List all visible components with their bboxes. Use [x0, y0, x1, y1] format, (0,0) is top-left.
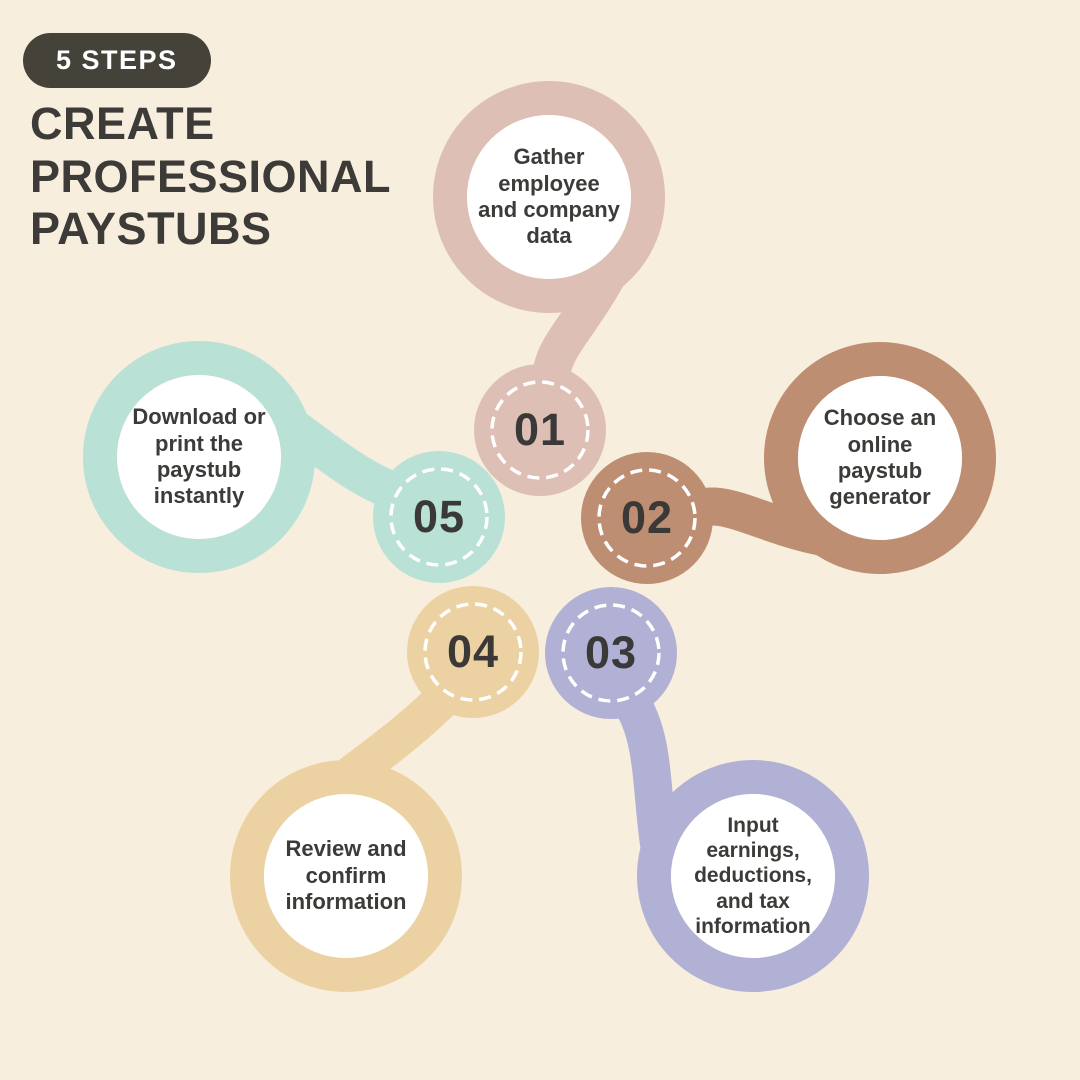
step-03-number: 03	[584, 627, 638, 678]
step-02-ring	[764, 342, 996, 574]
step-04-shape	[230, 586, 539, 992]
page-title: CREATE PROFESSIONAL PAYSTUBS	[30, 98, 392, 255]
step-02-label: Choose an online paystub generator	[823, 405, 937, 510]
step-05-number-circle	[373, 451, 505, 583]
step-05-text-circle	[117, 375, 281, 539]
step-01-number: 01	[513, 404, 567, 455]
step-02-shape	[581, 342, 996, 584]
step-04-number-circle	[407, 586, 539, 718]
step-01-text-circle	[467, 115, 631, 279]
step-01-number-circle	[474, 364, 606, 496]
step-05-dashed-circle	[389, 467, 489, 567]
step-05-ring	[83, 341, 315, 573]
step-03-text-circle	[671, 794, 835, 958]
step-03-number-circle	[545, 587, 677, 719]
step-01-dashed-circle	[490, 380, 590, 480]
step-01-ring	[433, 81, 665, 313]
step-02-text-circle	[798, 376, 962, 540]
step-04-text-circle	[264, 794, 428, 958]
step-03-shape	[545, 587, 869, 992]
step-01-label: Gather employee and company data	[478, 144, 620, 249]
step-04-number: 04	[446, 626, 500, 677]
steps-count-badge: 5 STEPS	[23, 33, 211, 88]
step-02-dashed-circle	[597, 468, 697, 568]
step-02-number-circle	[581, 452, 713, 584]
step-02-number: 02	[620, 492, 674, 543]
step-04-label: Review and confirm information	[285, 836, 407, 915]
step-01-shape	[433, 81, 665, 496]
step-03-label: Input earnings, deductions, and tax info…	[694, 814, 812, 938]
step-05-number: 05	[412, 491, 466, 542]
step-04-ring	[230, 760, 462, 992]
step-03-ring	[637, 760, 869, 992]
step-05-shape	[83, 341, 505, 583]
step-03-dashed-circle	[561, 603, 661, 703]
step-05-label: Download or print the paystub instantly	[132, 404, 266, 509]
step-04-dashed-circle	[423, 602, 523, 702]
